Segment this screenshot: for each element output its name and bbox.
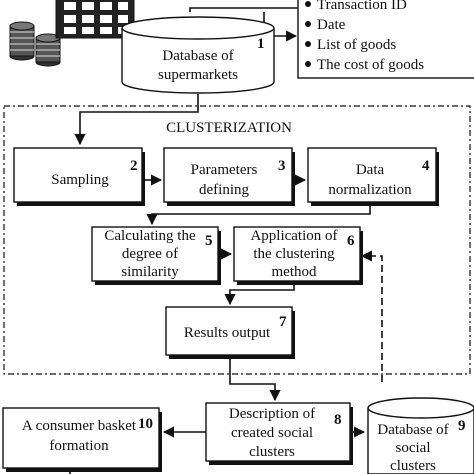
- step-normalization: Data normalization 4: [307, 147, 439, 206]
- clusterization-frame: [3, 105, 471, 375]
- step-description: Description of created social clusters 8: [205, 402, 353, 465]
- description-label-line2: created social: [231, 425, 313, 441]
- database-supermarkets: Database of supermarkets 1: [121, 16, 275, 94]
- step-results: Results output 7: [165, 306, 295, 359]
- clustering-label-line2: the clustering: [253, 246, 335, 262]
- coin-stack-icon: [9, 21, 61, 67]
- social-db-label-line2: social: [396, 440, 431, 456]
- similarity-label-line1: Calculating the: [104, 228, 196, 244]
- results-number: 7: [279, 314, 287, 330]
- db-to-fields-connector: [189, 7, 298, 12]
- field-date: Date: [317, 17, 346, 33]
- step-similarity: Calculating the degree of similarity 5: [91, 226, 221, 285]
- similarity-label-line2: degree of: [122, 246, 178, 262]
- description-label-line1: Description of: [229, 406, 315, 422]
- step-sampling: Sampling 2: [13, 147, 145, 206]
- description-label-line3: clusters: [249, 444, 295, 460]
- sampling-number: 2: [130, 158, 138, 174]
- database-label-line1: Database of: [162, 48, 233, 64]
- parameters-label-line2: defining: [199, 182, 249, 198]
- normalization-label-line1: Data: [356, 162, 385, 178]
- parameters-number: 3: [278, 158, 286, 174]
- normalization-to-similarity-arrow: [146, 206, 371, 226]
- clustering-number: 6: [347, 233, 355, 249]
- parameters-label-line1: Parameters: [191, 162, 258, 178]
- field-transaction-id: Transaction ID: [317, 0, 407, 13]
- clusterization-title: CLUSTERIZATION: [166, 120, 292, 136]
- clustering-label-line1: Application of: [250, 228, 337, 244]
- basket-label-line2: formation: [49, 438, 109, 454]
- results-label: Results output: [184, 325, 271, 341]
- field-list-of-goods: List of goods: [317, 37, 396, 53]
- basket-number: 10: [138, 416, 153, 432]
- clustering-to-results-arrow: [224, 285, 295, 306]
- calculator-icon: [55, 0, 135, 39]
- normalization-number: 4: [422, 158, 430, 174]
- social-db-number: 9: [458, 418, 466, 434]
- sampling-label: Sampling: [51, 172, 109, 188]
- normalization-label-line2: normalization: [328, 182, 412, 198]
- social-db-label-line1: Database of: [377, 422, 448, 438]
- social-db-label-line3: clusters: [390, 458, 436, 474]
- social-db-feedback-arrow: [360, 250, 383, 382]
- step-parameters: Parameters defining 3: [163, 147, 295, 206]
- field-cost-of-goods: The cost of goods: [317, 57, 424, 73]
- step-basket: A consumer basket formation 10: [2, 407, 162, 472]
- database-social-clusters: Database of social clusters 9: [367, 397, 474, 474]
- similarity-number: 5: [205, 233, 213, 249]
- database-label-line2: supermarkets: [158, 67, 238, 83]
- transaction-fields-box: Transaction ID Date List of goods The co…: [297, 0, 474, 79]
- basket-label-line1: A consumer basket: [22, 418, 137, 434]
- step-clustering: Application of the clustering method 6: [233, 226, 363, 285]
- description-number: 8: [334, 412, 342, 428]
- database-number: 1: [257, 36, 265, 52]
- clustering-label-line3: method: [272, 264, 317, 280]
- results-to-description-arrow: [229, 359, 281, 402]
- similarity-label-line3: similarity: [121, 264, 179, 280]
- db-to-sampling-arrow: [74, 94, 199, 146]
